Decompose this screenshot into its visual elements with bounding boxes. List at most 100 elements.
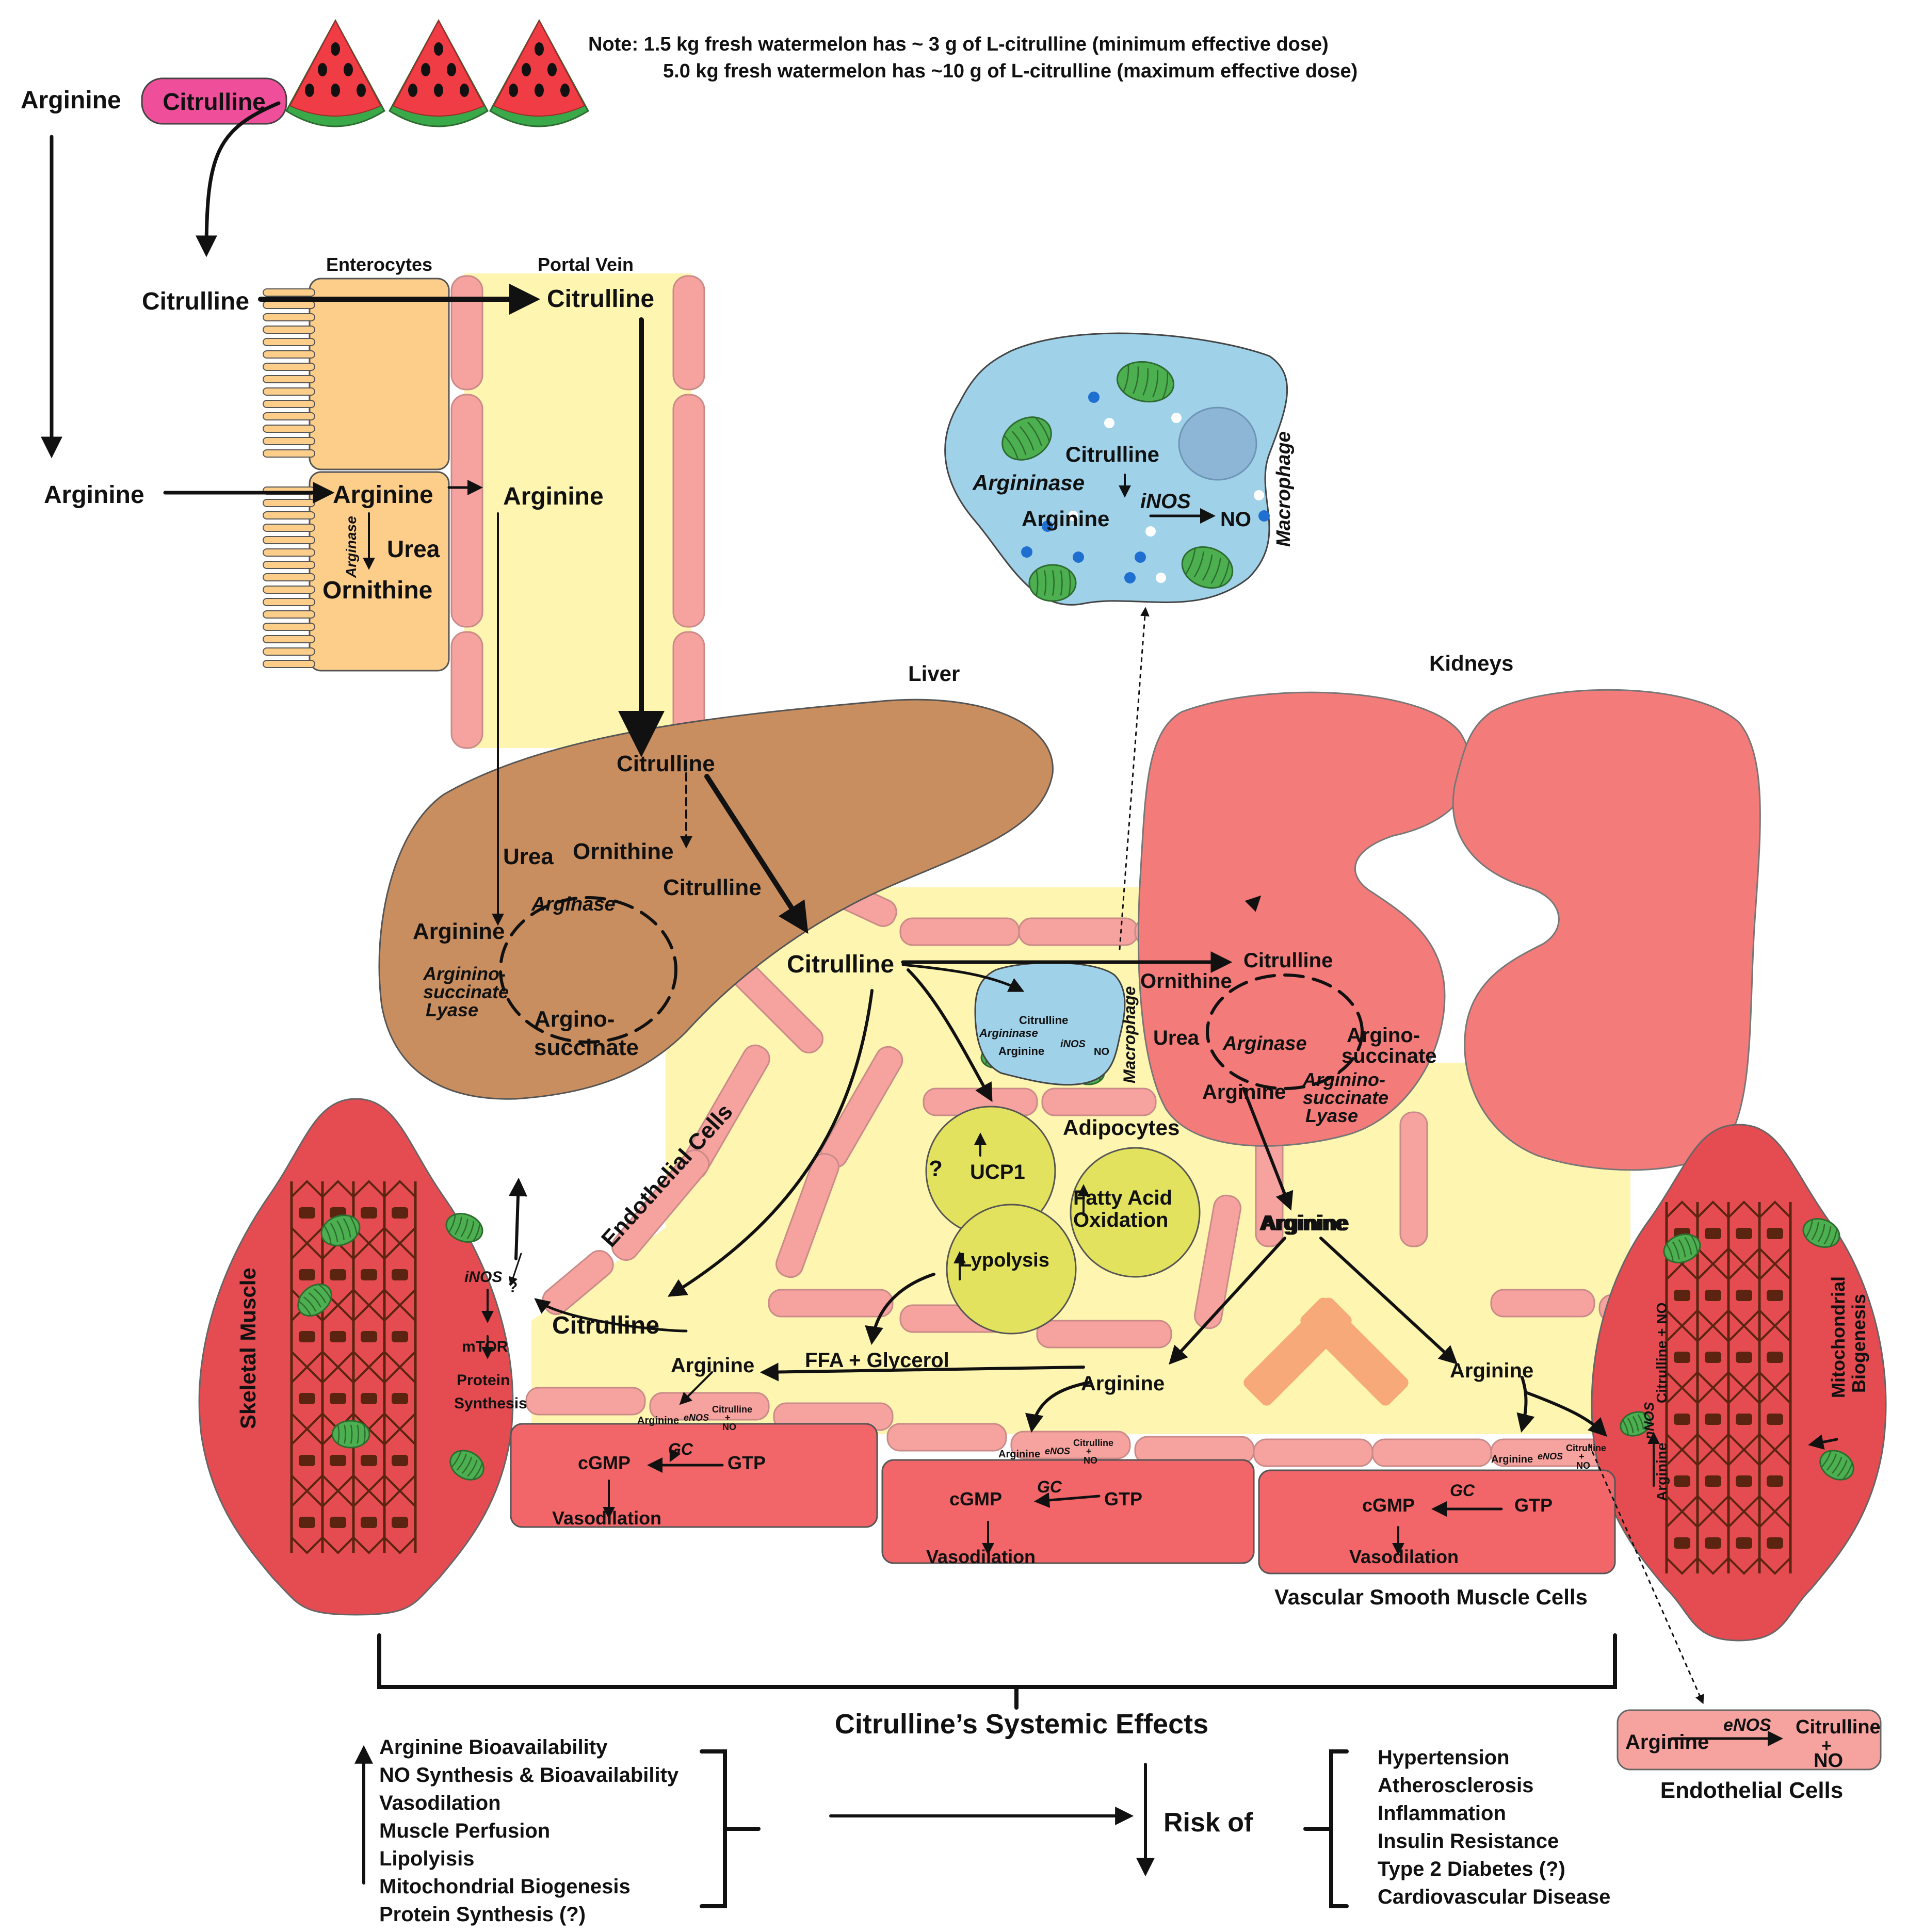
endo-box-plus: + [1821,1736,1832,1756]
macrophage-argininase: Argininase [972,470,1085,495]
enos-small-plus: + [725,1413,731,1423]
enos-small-no: NO [1576,1460,1590,1471]
skeletal-muscle-left [198,1098,514,1616]
enos-small-arginine: Arginine [637,1415,679,1426]
adipocytes-ffa: FFA + Glycerol [805,1349,949,1372]
macrophage-small-argininase: Argininase [979,1027,1038,1040]
skeletal-inos: iNOS [464,1269,502,1286]
vsmc-title: Vascular Smooth Muscle Cells [1274,1585,1588,1609]
endo-box-label: Endothelial Cells [1660,1778,1844,1803]
effects-decrease-2: Inflammation [1378,1802,1506,1825]
macrophage-arginine: Arginine [1022,507,1109,531]
kidneys-lyase-1: Arginino- [1302,1069,1385,1090]
kidneys-lyase-2: succinate [1303,1087,1388,1108]
citrulline-pill [141,77,287,125]
effects-decrease-3: Insulin Resistance [1378,1830,1559,1853]
liver-as-2: succinate [534,1035,639,1060]
adipocytes-ucp1: UCP1 [970,1161,1025,1183]
kidneys-arginine-out: Arginine [1262,1211,1349,1235]
note-line1: Note: 1.5 kg fresh watermelon has ~ 3 g … [588,34,1329,55]
right-muscle-mito-1: Mitochondrial [1828,1276,1849,1398]
portal-vein [450,273,705,749]
liver-citrulline-out: Citrulline [787,951,894,978]
skeletal-mtor: mTOR [462,1338,508,1355]
liver-citrulline-cycle: Citrulline [663,875,762,900]
kidneys-as-1: Argino- [1347,1024,1420,1047]
adipocytes [925,1106,1201,1335]
liver-urea: Urea [503,844,554,869]
effects-decrease-1: Atherosclerosis [1378,1774,1533,1797]
skeletal-protein-2: Synthesis [454,1395,527,1412]
macrophage-small [974,962,1126,1086]
kidneys-as-2: succinate [1342,1045,1437,1067]
liver-arginase: Arginase [531,894,616,915]
enos-small-enos: eNOS [1538,1451,1563,1462]
endo-box-no: NO [1814,1750,1843,1772]
right-muscle-mito-2: Biogenesis [1848,1294,1869,1393]
vessel-arginine-right: Arginine [1450,1359,1533,1382]
effects-title: Citrulline’s Systemic Effects [835,1709,1208,1740]
endo-box-citrulline: Citrulline [1796,1716,1881,1738]
effects-decrease-4: Type 2 Diabetes (?) [1378,1858,1565,1880]
effects-risk: Risk of [1163,1808,1253,1838]
liver-lyase-2: succinate [423,981,509,1002]
enos-small-enos: eNOS [1045,1446,1070,1456]
right-muscle-citrulline-no: Citrulline + NO [1654,1303,1670,1403]
gut-arginase: Arginase [343,516,359,578]
liver-arginine: Arginine [413,919,505,944]
top-arginine: Arginine [21,87,121,114]
vsmc-gc: GC [1037,1478,1062,1496]
kidneys-citrulline: Citrulline [1243,949,1333,972]
vessel-arginine-left: Arginine [671,1354,754,1377]
vsmc-gtp: GTP [1514,1495,1553,1516]
kidneys-arginase: Arginase [1222,1033,1307,1054]
liver-citrulline-top: Citrulline [617,751,715,776]
gut-citrulline-portal: Citrulline [547,285,654,313]
gut-arginine-portal: Arginine [503,483,604,510]
macrophage-small-arginine: Arginine [998,1045,1044,1058]
macrophage-small-inos: iNOS [1060,1038,1086,1050]
macrophage-no: NO [1220,508,1251,531]
macrophage-title: Macrophage [1273,431,1295,547]
enos-small-arginine: Arginine [1491,1454,1533,1465]
kidneys-urea: Urea [1153,1027,1200,1049]
macrophage-inos: iNOS [1140,490,1191,513]
macrophage-large [944,332,1288,606]
enos-small-plus: + [1579,1451,1585,1462]
vsmc-vasodilation: Vasodilation [1349,1546,1459,1567]
macrophage-small-no: NO [1094,1046,1109,1058]
right-muscle-nnos: nNOS [1641,1402,1657,1439]
kidney-right [1452,689,1761,1171]
adipocytes-fao-1: Fatty Acid [1073,1187,1172,1209]
effects-increase-4: Lipolyisis [379,1847,475,1870]
enos-small-citrulline: Citrulline [1566,1443,1606,1453]
gut-enterocytes: Enterocytes [326,254,432,275]
gut-ornithine: Ornithine [322,577,432,604]
vsmc-cgmp: cGMP [949,1488,1002,1509]
kidneys-lyase-3: Lyase [1305,1105,1358,1126]
enos-small-citrulline: Citrulline [712,1404,752,1415]
vessel-arginine-center: Arginine [1259,1211,1347,1235]
kidneys-title: Kidneys [1429,651,1513,675]
vascular-smooth-muscle-cells [510,1423,1616,1574]
liver-as-1: Argino- [534,1006,615,1032]
vsmc-vasodilation: Vasodilation [926,1546,1036,1567]
vsmc-vasodilation: Vasodilation [552,1507,661,1529]
vsmc-cgmp: cGMP [578,1452,631,1473]
skeletal-protein-1: Protein [457,1372,510,1389]
skeletal-citrulline: Citrulline [552,1312,659,1339]
effects-decrease-0: Hypertension [1378,1746,1510,1769]
enos-small-enos: eNOS [684,1413,709,1423]
liver-ornithine: Ornithine [573,839,674,864]
adipocytes-fao-2: Oxidation [1073,1209,1168,1231]
endo-box-enos: eNOS [1723,1715,1771,1735]
effects-decrease-5: Cardiovascular Disease [1378,1886,1610,1908]
effects-increase-3: Muscle Perfusion [379,1820,550,1842]
effects-increase-2: Vasodilation [379,1792,501,1814]
endo-box-arginine: Arginine [1625,1731,1709,1754]
liver-lyase-1: Arginino- [423,963,506,984]
note-line2: 5.0 kg fresh watermelon has ~10 g of L-c… [663,60,1357,82]
liver-title: Liver [908,661,960,686]
liver [378,699,1054,1100]
